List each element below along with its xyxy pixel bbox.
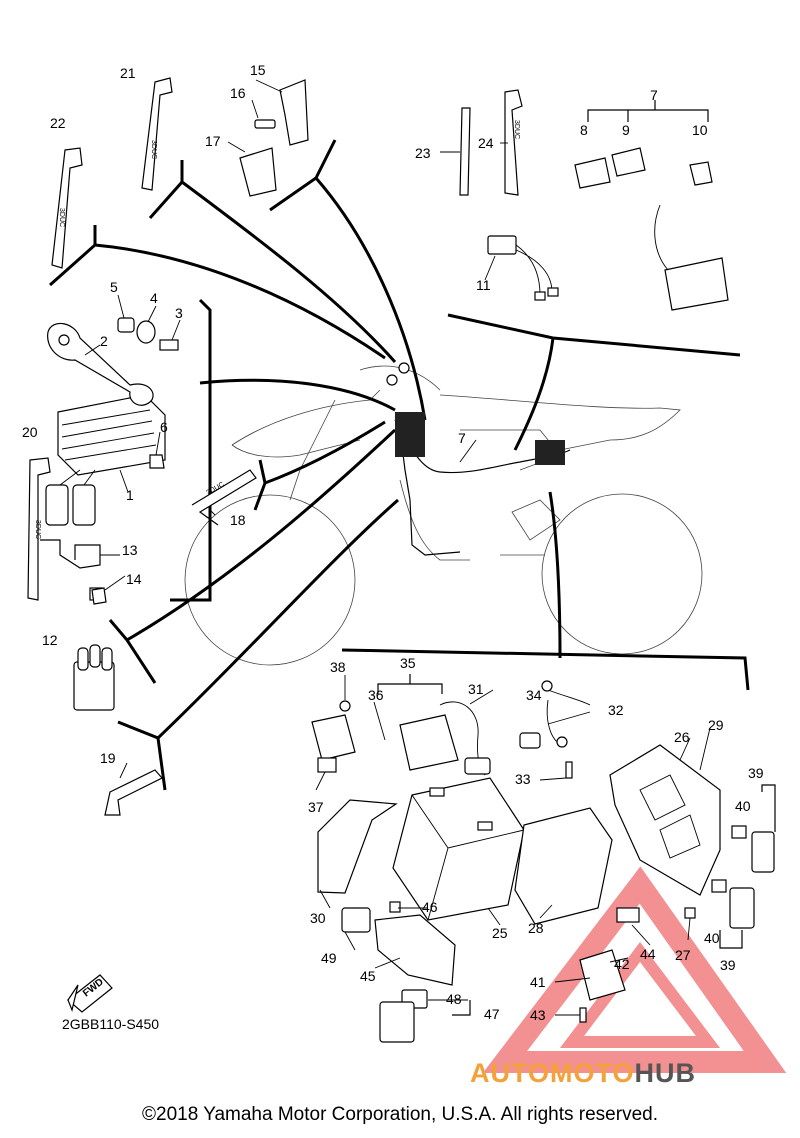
- parts-diagram: FWD: [22, 62, 787, 1073]
- callout-45: 45: [360, 968, 376, 984]
- callout-numbers: 1 2 3 4 5 6 7 8 9 10 11 12 13 14 15 16 1…: [22, 62, 764, 1023]
- callout-7-frame: 7: [458, 430, 466, 446]
- callout-6: 6: [160, 419, 168, 435]
- callout-24: 24: [478, 135, 494, 151]
- callout-20: 20: [22, 424, 38, 440]
- callout-11: 11: [476, 277, 491, 293]
- relay-9: [611, 147, 646, 177]
- brackets-15-17: [239, 79, 309, 197]
- lead-32: [519, 689, 591, 749]
- callout-49: 49: [321, 950, 337, 966]
- callout-22: 22: [50, 115, 66, 131]
- connectors-47-48: [379, 989, 471, 1043]
- fwd-arrow-icon: FWD: [67, 974, 113, 1013]
- relay-8: [574, 157, 611, 189]
- starter-relay-31: [399, 701, 491, 776]
- callout-26: 26: [674, 729, 690, 745]
- callout-40a: 40: [735, 798, 751, 814]
- small-parts-left: [40, 317, 179, 601]
- callout-34: 34: [526, 687, 542, 703]
- callout-3: 3: [175, 305, 183, 321]
- callout-44: 44: [640, 946, 656, 962]
- bracket-35: [377, 674, 443, 694]
- callout-42: 42: [614, 956, 630, 972]
- tray-26: [609, 744, 721, 896]
- battery-25: [392, 777, 525, 921]
- brand-part-1: AUTOMOTO: [470, 1058, 635, 1088]
- tie-print-24: 3DUC: [513, 120, 520, 139]
- callout-27: 27: [675, 947, 691, 963]
- callout-40b: 40: [704, 930, 720, 946]
- callout-16: 16: [230, 85, 246, 101]
- callout-39b: 39: [720, 957, 736, 973]
- ecu-box: [654, 204, 729, 311]
- callout-23: 23: [415, 145, 431, 161]
- callout-39a: 39: [748, 765, 764, 781]
- callout-43: 43: [530, 1007, 546, 1023]
- tie-print-20: 3DUC: [34, 520, 41, 539]
- callout-28: 28: [528, 920, 544, 936]
- wire-harness-7: [386, 362, 571, 556]
- callout-8: 8: [580, 122, 588, 138]
- bolt-14: [91, 587, 107, 605]
- watermark-triangle: [482, 866, 787, 1073]
- cover-28: [514, 807, 613, 925]
- callout-25: 25: [492, 925, 508, 941]
- callout-31: 31: [468, 681, 484, 697]
- couplers-39-40: [711, 784, 776, 949]
- copyright: ©2018 Yamaha Motor Corporation, U.S.A. A…: [142, 1104, 658, 1125]
- callout-36: 36: [368, 687, 384, 703]
- callout-48: 48: [446, 991, 462, 1007]
- callout-19: 19: [100, 750, 116, 766]
- callout-18: 18: [230, 512, 246, 528]
- bracket-2: [47, 322, 154, 406]
- callout-9: 9: [622, 122, 630, 138]
- callout-7: 7: [650, 87, 658, 103]
- callout-29: 29: [708, 717, 724, 733]
- callout-38: 38: [330, 659, 346, 675]
- callout-14: 14: [126, 571, 142, 587]
- regulator-rectifier: [45, 394, 166, 526]
- brand-part-2: HUB: [634, 1058, 697, 1088]
- callout-41: 41: [530, 974, 546, 990]
- small-bolts: [339, 680, 696, 1023]
- callout-12: 12: [42, 632, 58, 648]
- motorcycle-outline: [184, 365, 703, 666]
- callout-37: 37: [308, 799, 324, 815]
- leader-lines: [49, 139, 750, 791]
- callout-leaders: [84, 79, 711, 1016]
- cable-ties: [27, 77, 523, 816]
- callout-33: 33: [515, 771, 531, 787]
- callout-2: 2: [100, 333, 108, 349]
- callout-5: 5: [110, 279, 118, 295]
- bracket-7-group: [587, 100, 709, 122]
- callout-32: 32: [608, 702, 624, 718]
- watermark-brand: AUTOMOTOHUB: [470, 1058, 696, 1089]
- tie-prints: 3DUC 3DUC 3DUC 3DUC 3DUC: [34, 120, 520, 539]
- relay-37: [311, 714, 356, 773]
- callout-35: 35: [400, 655, 416, 671]
- callout-10: 10: [692, 122, 708, 138]
- fuse-10: [689, 161, 713, 186]
- callout-17: 17: [205, 133, 221, 149]
- tie-print-21: 3DUC: [150, 140, 157, 159]
- diagram-code: 2GBB110-S450: [62, 1016, 160, 1032]
- tie-print-22: 3DUC: [58, 208, 65, 227]
- callout-30: 30: [310, 910, 326, 926]
- battery-band-30: [317, 799, 398, 894]
- callout-21: 21: [120, 65, 136, 81]
- callout-13: 13: [122, 542, 138, 558]
- callout-46: 46: [422, 899, 438, 915]
- callout-4: 4: [150, 290, 158, 306]
- relay-12: [73, 644, 115, 711]
- callout-47: 47: [484, 1006, 500, 1022]
- connector-11: [487, 235, 559, 301]
- callout-15: 15: [250, 62, 266, 78]
- bracket-41-45: [341, 907, 626, 1001]
- callout-1: 1: [126, 487, 134, 503]
